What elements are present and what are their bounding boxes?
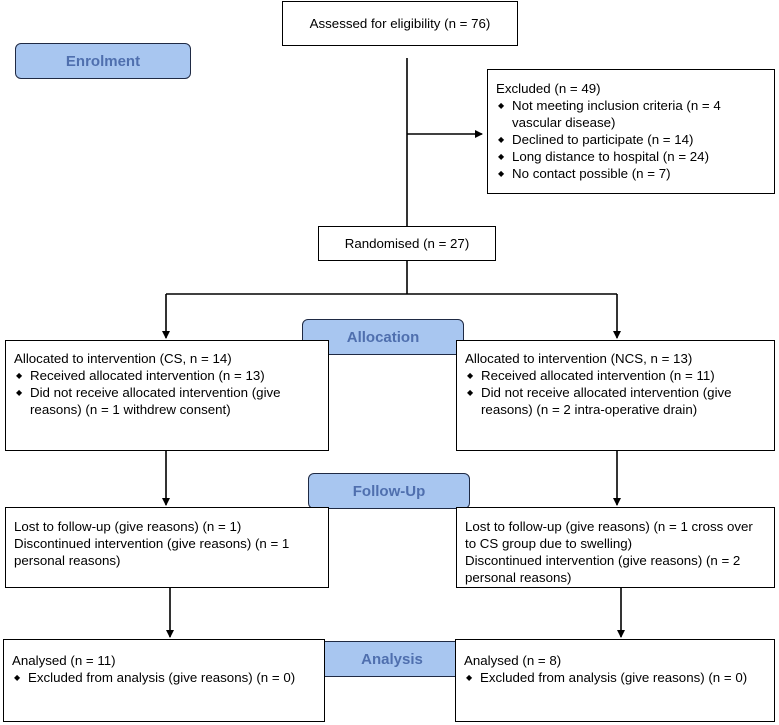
assessed-text: Assessed for eligibility (n = 76) bbox=[309, 16, 491, 31]
enrolment-stage-label: Enrolment bbox=[15, 43, 191, 79]
analysis-right-title: Analysed (n = 8) bbox=[464, 653, 562, 668]
allocation-right-box: Allocated to intervention (NCS, n = 13) … bbox=[456, 340, 775, 451]
analysis-right-box: Analysed (n = 8) Excluded from analysis … bbox=[455, 639, 775, 722]
list-item: Received allocated intervention (n = 11) bbox=[465, 367, 766, 384]
allocation-right-title: Allocated to intervention (NCS, n = 13) bbox=[465, 351, 693, 366]
follow-up-left-discontinued: Discontinued intervention (give reasons)… bbox=[14, 536, 290, 568]
analysis-left-title: Analysed (n = 11) bbox=[12, 653, 116, 668]
excluded-title: Excluded (n = 49) bbox=[496, 81, 601, 96]
assessed-box: Assessed for eligibility (n = 76) bbox=[282, 1, 518, 46]
allocation-left-box: Allocated to intervention (CS, n = 14) R… bbox=[5, 340, 329, 451]
analysis-left-list: Excluded from analysis (give reasons) (n… bbox=[12, 669, 316, 686]
follow-up-stage-label: Follow-Up bbox=[308, 473, 470, 509]
list-item: Long distance to hospital (n = 24) bbox=[496, 148, 766, 165]
list-item: Did not receive allocated intervention (… bbox=[14, 384, 320, 418]
list-item: Excluded from analysis (give reasons) (n… bbox=[464, 669, 766, 686]
excluded-list: Not meeting inclusion criteria (n = 4 va… bbox=[496, 97, 766, 182]
list-item: Did not receive allocated intervention (… bbox=[465, 384, 766, 418]
analysis-right-list: Excluded from analysis (give reasons) (n… bbox=[464, 669, 766, 686]
randomised-box: Randomised (n = 27) bbox=[318, 226, 496, 261]
allocation-stage-label: Allocation bbox=[302, 319, 464, 355]
randomised-text: Randomised (n = 27) bbox=[344, 236, 470, 251]
list-item: Received allocated intervention (n = 13) bbox=[14, 367, 320, 384]
list-item: No contact possible (n = 7) bbox=[496, 165, 766, 182]
allocation-right-list: Received allocated intervention (n = 11)… bbox=[465, 367, 766, 418]
follow-up-left-lost: Lost to follow-up (give reasons) (n = 1) bbox=[14, 519, 242, 534]
allocation-left-list: Received allocated intervention (n = 13)… bbox=[14, 367, 320, 418]
excluded-box: Excluded (n = 49) Not meeting inclusion … bbox=[487, 69, 775, 194]
allocation-left-title: Allocated to intervention (CS, n = 14) bbox=[14, 351, 232, 366]
follow-up-right-box: Lost to follow-up (give reasons) (n = 1 … bbox=[456, 507, 775, 588]
list-item: Declined to participate (n = 14) bbox=[496, 131, 766, 148]
follow-up-right-lost: Lost to follow-up (give reasons) (n = 1 … bbox=[465, 519, 753, 551]
analysis-left-box: Analysed (n = 11) Excluded from analysis… bbox=[3, 639, 325, 722]
list-item: Excluded from analysis (give reasons) (n… bbox=[12, 669, 316, 686]
follow-up-left-box: Lost to follow-up (give reasons) (n = 1)… bbox=[5, 507, 329, 588]
analysis-stage-label: Analysis bbox=[311, 641, 473, 677]
list-item: Not meeting inclusion criteria (n = 4 va… bbox=[496, 97, 766, 131]
follow-up-right-discontinued: Discontinued intervention (give reasons)… bbox=[465, 553, 741, 585]
